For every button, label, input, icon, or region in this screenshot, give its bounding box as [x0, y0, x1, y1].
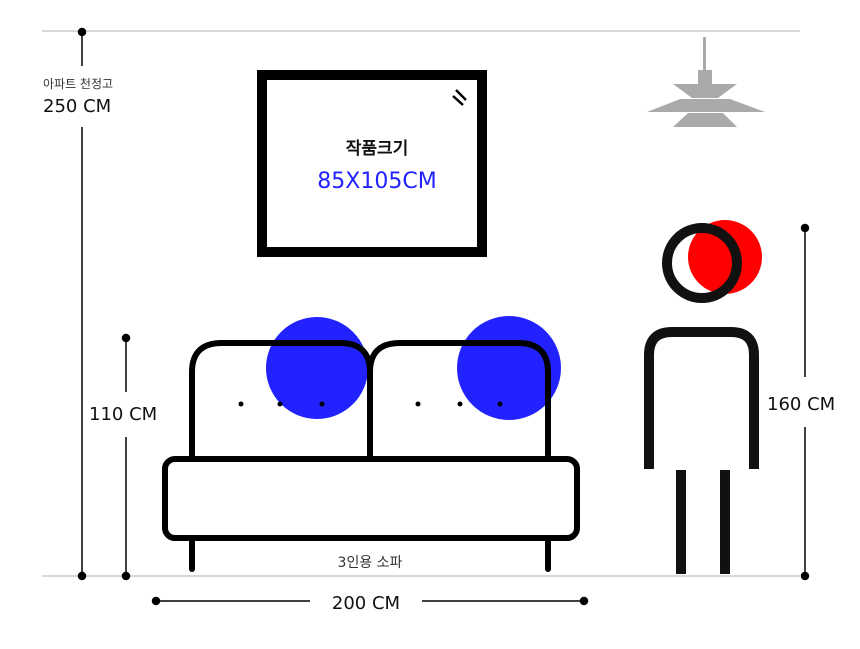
- ceiling-height-label: 250 CM: [43, 96, 112, 117]
- sofa-height-label: 110 CM: [89, 404, 158, 425]
- sofa-width-label: 200 CM: [331, 593, 401, 614]
- head-highlight: [688, 220, 762, 294]
- sofa-icon: [162, 340, 580, 572]
- pendant-lamp-icon: [647, 37, 765, 127]
- sofa-width-dimension-line: [151, 596, 589, 606]
- person-icon: [644, 223, 759, 574]
- person-height-dimension-line: [800, 223, 810, 581]
- artwork-title: 작품크기: [345, 139, 409, 159]
- ceiling-caption: 아파트 천정고: [43, 77, 114, 91]
- person-height-label: 160 CM: [767, 394, 836, 415]
- picture-frame-icon: [257, 70, 487, 257]
- sofa-caption: 3인용 소파: [337, 555, 403, 571]
- artwork-size: 85X105CM: [317, 169, 437, 194]
- ceiling-dimension-line: [77, 27, 87, 581]
- sofa-button-dots: [238, 401, 503, 407]
- sofa-height-dimension-line: [121, 333, 131, 581]
